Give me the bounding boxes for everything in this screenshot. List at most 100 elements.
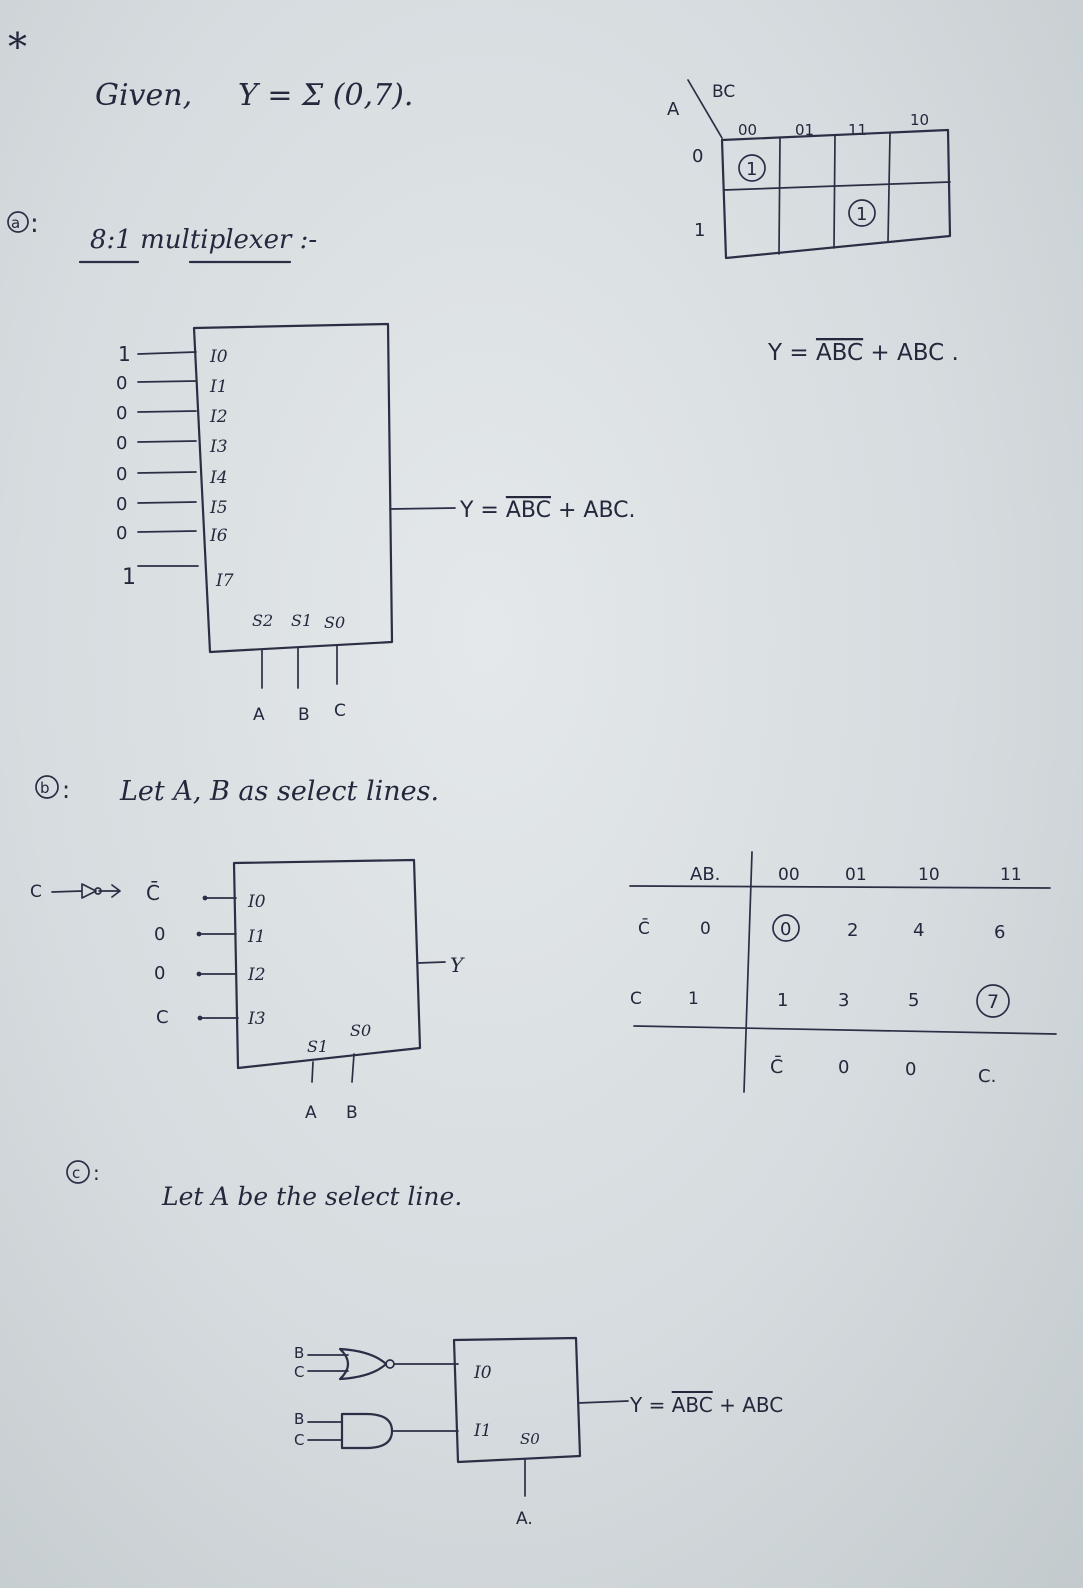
mux-select-var: A	[253, 705, 265, 725]
table-cell: 2	[847, 920, 858, 941]
asterisk-mark: *	[8, 25, 27, 69]
part-c-heading: Let A be the select line.	[161, 1182, 462, 1211]
kmap-result: Y = ABC + ABC .	[767, 340, 959, 366]
mux-2to1: B C B C I0 I1 S0 A. Y = ABC + ABC	[294, 1336, 783, 1529]
table-row-value: 1	[688, 989, 699, 1009]
mux-pin-label: I1	[209, 377, 228, 397]
mux-select-label: S2	[252, 611, 273, 630]
mux-select-var: B	[346, 1103, 358, 1123]
part-b-circle	[35, 775, 59, 799]
and-gate-icon	[340, 1412, 394, 1450]
mux-output-line	[389, 507, 456, 510]
mux-pin-label: I3	[247, 1009, 266, 1029]
table-cell: 7	[987, 991, 999, 1013]
table-cell: 4	[913, 920, 924, 941]
table-row-literal: C̄	[638, 917, 650, 939]
mux-4to1-output: Y	[450, 953, 465, 977]
table-result: C.	[978, 1066, 996, 1087]
table-cell: 3	[838, 990, 849, 1011]
part-c-colon: :	[93, 1161, 100, 1185]
kmap-col-header: 00	[738, 121, 757, 139]
mux-pin-label: I0	[473, 1363, 492, 1383]
table-minterm-circle	[772, 914, 800, 942]
kmap-grid-border	[720, 128, 952, 260]
mux-input-value: 0	[116, 494, 127, 515]
part-a-label: a	[11, 214, 20, 232]
mux-input-value: 1	[118, 342, 131, 366]
mux-select-label: S0	[520, 1430, 540, 1448]
part-b-heading: Let A, B as select lines.	[119, 776, 439, 807]
mux-select-label: S0	[324, 613, 345, 632]
kmap-col-header: 10	[910, 111, 929, 129]
mux-pin-label: I3	[209, 437, 228, 457]
mux-pin-label: I2	[247, 965, 266, 985]
table-row-literal: C	[630, 989, 642, 1009]
given-equation: Y = Σ (0,7).	[238, 78, 413, 113]
mux-input-value: 0	[116, 464, 127, 485]
mux-select-var: A.	[516, 1509, 533, 1529]
mux-input-value: C	[156, 1007, 169, 1028]
nor-gate-input-lines	[307, 1354, 349, 1372]
table-col-header: 10	[918, 865, 940, 885]
table-minterm-circle	[976, 984, 1010, 1018]
mux-input-value: 0	[154, 963, 165, 984]
part-a-circle	[7, 211, 29, 233]
gate-input-label: B	[294, 1410, 304, 1428]
kmap-col-header: 11	[848, 121, 867, 139]
kmap-row-header: 0	[692, 146, 703, 167]
mux-output-line	[577, 1400, 629, 1404]
kmap-grid-line	[778, 137, 781, 255]
mux-pin-label: I2	[209, 407, 228, 427]
gate-input-label: C	[294, 1363, 304, 1381]
mux-output-line	[417, 961, 446, 964]
mux-pin-label: I0	[247, 892, 266, 912]
nor-gate-icon	[338, 1347, 388, 1381]
mux-select-label: S1	[307, 1037, 328, 1056]
table-result: 0	[838, 1057, 849, 1078]
inverter-bubble	[94, 887, 102, 895]
mux-input-value: 0	[116, 523, 127, 544]
mux-8to1: 1 0 0 0 0 0 0 1 I0 I1 I2 I3 I4 I5 I6 I7 …	[116, 322, 636, 725]
inverter-input-label: C	[30, 882, 42, 902]
part-c-circle	[66, 1160, 90, 1184]
and-gate-input-lines	[307, 1421, 343, 1441]
mux-4to1-body	[232, 858, 422, 1070]
table-cell: 5	[908, 990, 919, 1011]
inverter-icon	[51, 883, 121, 899]
implementation-table: AB. 00 01 10 11 C̄ 0 0 2 4 6 C 1 1 3 5 7…	[629, 851, 1057, 1093]
table-corner: AB.	[690, 864, 720, 885]
table-col-header: 11	[1000, 865, 1022, 885]
mux-input-value: 0	[116, 433, 127, 454]
table-result: 0	[905, 1059, 916, 1080]
mux-input-value: 1	[122, 565, 136, 590]
gate-input-label: C	[294, 1431, 304, 1449]
mux-pin-label: I7	[215, 571, 234, 591]
kmap-grid-line	[833, 134, 836, 249]
mux-4to1: C C̄ 0 0 C I0 I1 I2 I3 S1 S0 A B Y	[30, 858, 465, 1123]
kmap-grid-line	[723, 181, 951, 191]
part-a-heading: 8:1 multiplexer :-	[90, 225, 317, 255]
kmap-grid-line	[887, 132, 891, 243]
table-cell: 0	[780, 919, 791, 940]
kmap: A BC 00 01 11 10 0 1 1 1	[667, 79, 952, 260]
kmap-corner-divider	[687, 79, 723, 139]
mux-pin-label: I6	[209, 526, 228, 546]
mux-pin-label: I4	[209, 468, 228, 488]
nor-gate-bubble	[385, 1359, 395, 1369]
mux-pin-label: I1	[473, 1421, 492, 1441]
mux-8to1-body	[192, 322, 394, 654]
kmap-row-var: A	[667, 99, 680, 120]
mux-pin-label: I1	[247, 927, 266, 947]
mux-select-label: S1	[291, 611, 312, 630]
part-b-label: b	[40, 779, 50, 797]
mux-select-var: A	[305, 1103, 317, 1123]
table-cell: 1	[777, 990, 788, 1011]
kmap-row-header: 1	[694, 220, 705, 241]
mux-8to1-input-lines	[137, 351, 199, 567]
kmap-col-header: 01	[795, 121, 814, 139]
kmap-cell: 1	[746, 159, 757, 180]
mux-select-var: B	[298, 705, 310, 725]
table-cell: 6	[994, 922, 1005, 943]
given-label: Given,	[95, 78, 192, 113]
